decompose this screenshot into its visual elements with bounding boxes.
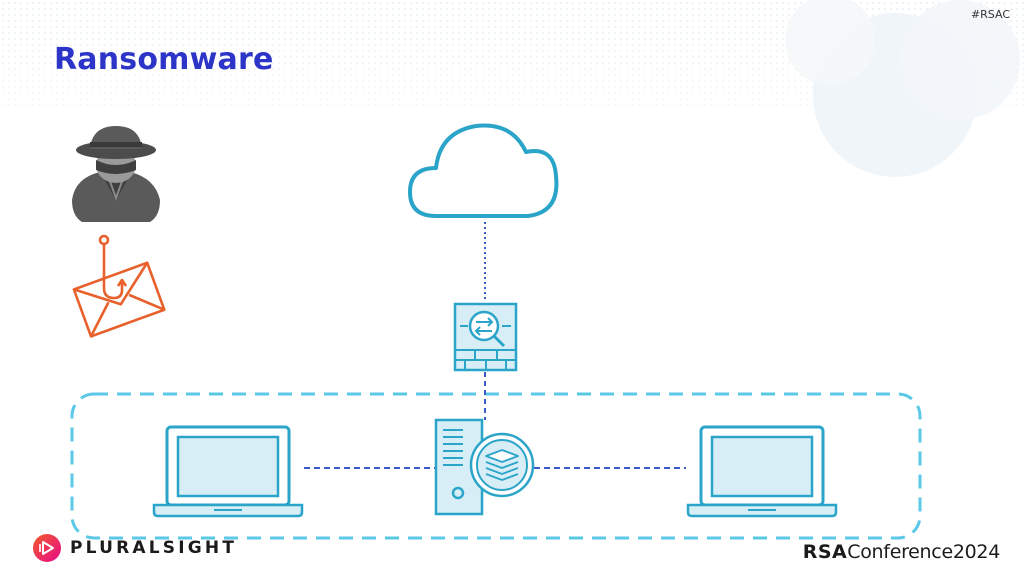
database-server-icon	[434, 418, 535, 516]
play-logo-icon	[33, 534, 61, 562]
conference-wordmark: Conference	[847, 541, 953, 563]
rsa-conference-logo: RSA Conference 2024	[802, 541, 1001, 563]
background-pattern	[0, 0, 1024, 177]
hashtag: #RSAC	[970, 8, 1010, 21]
phishing-email-icon	[72, 234, 166, 338]
cloud-icon	[408, 123, 559, 218]
spy-icon	[72, 126, 160, 222]
lan-boundary	[70, 392, 922, 540]
rsa-wordmark: RSA	[802, 541, 848, 563]
pluralsight-wordmark: PLURALSIGHT	[70, 538, 238, 558]
laptop-icon	[152, 425, 304, 518]
firewall-inspection-icon	[453, 302, 518, 372]
laptop-icon	[686, 425, 838, 518]
conference-year: 2024	[952, 541, 1000, 563]
pluralsight-logo: PLURALSIGHT	[32, 533, 237, 563]
page-title: Ransomware	[54, 42, 274, 77]
